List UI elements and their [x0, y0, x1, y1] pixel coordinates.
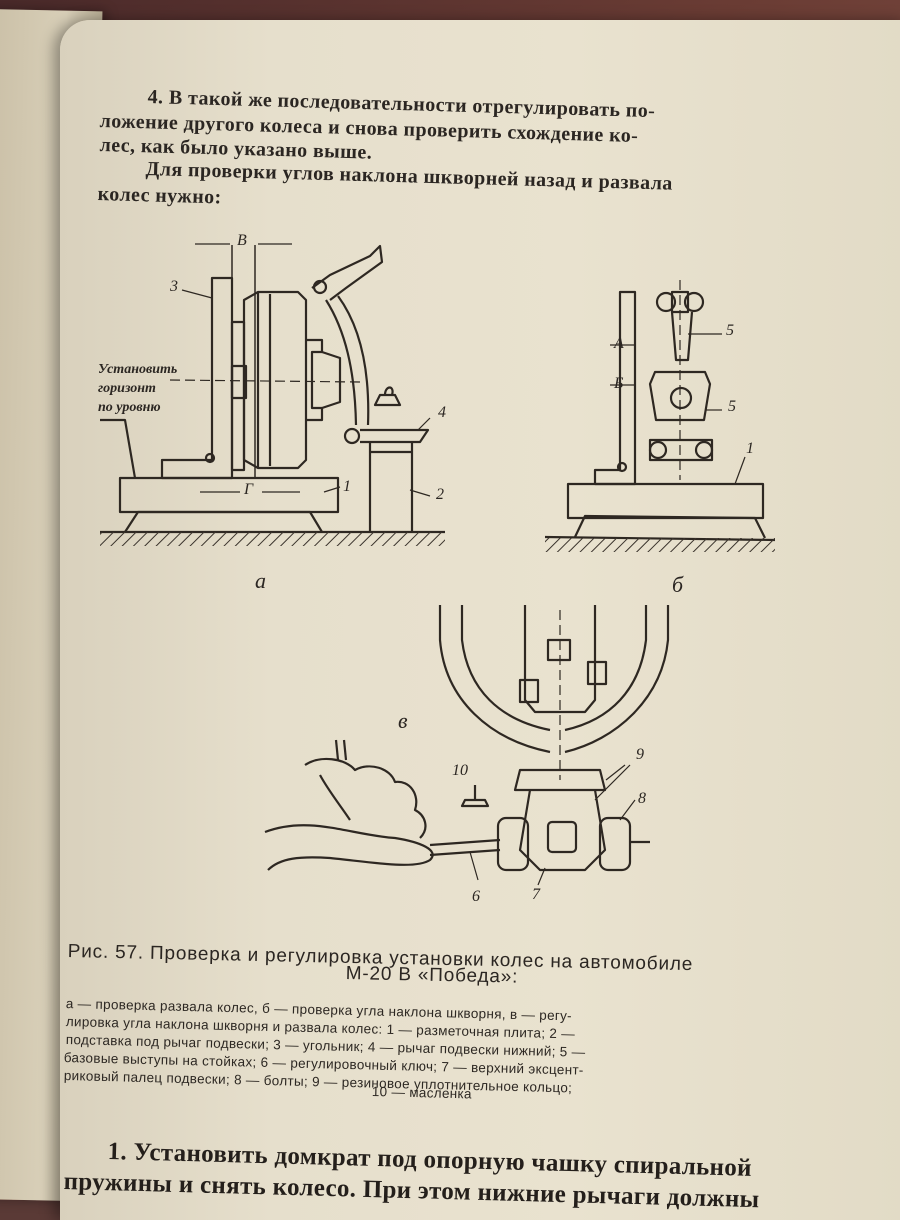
- figure-v-drawing: [264, 605, 670, 886]
- figure-v-label-7: 7: [532, 886, 540, 903]
- figure-a-note: Установить: [98, 362, 178, 377]
- figure-b-dim-b: Б: [614, 375, 624, 392]
- figure-a-note: по уровню: [98, 400, 161, 415]
- legend-line: 10 — масленка: [371, 1084, 472, 1102]
- figure-b-drawing: [544, 280, 776, 552]
- figure-b-letter: б: [672, 572, 684, 597]
- figure-a-dim-bottom: Г: [244, 481, 254, 498]
- book-page: [60, 20, 900, 1220]
- figure-b-label-5: 5: [728, 398, 736, 415]
- figure-b-label-5: 5: [726, 322, 734, 339]
- figure-a-dim-top: В: [237, 232, 247, 249]
- figure-v-label-8: 8: [638, 790, 646, 807]
- figure-a-drawing: [100, 243, 445, 546]
- figure-a-label-2: 2: [436, 486, 444, 503]
- figure-v-label-9: 9: [636, 746, 644, 763]
- figure-a-note: горизонт: [98, 381, 156, 396]
- figure-b-label-1: 1: [746, 440, 754, 457]
- figure-v-label-6: 6: [472, 888, 480, 905]
- figure-a-letter: а: [255, 568, 266, 593]
- figure-v-label-10: 10: [452, 762, 468, 779]
- figure-v-letter: в: [398, 708, 408, 733]
- figure-b-dim-a: А: [614, 335, 624, 352]
- figure-caption-line: М-20 В «Победа»:: [345, 963, 519, 988]
- figure-a-label-3: 3: [170, 278, 178, 295]
- figure-a-label-1: 1: [343, 478, 351, 495]
- figure-a-label-4: 4: [438, 404, 446, 421]
